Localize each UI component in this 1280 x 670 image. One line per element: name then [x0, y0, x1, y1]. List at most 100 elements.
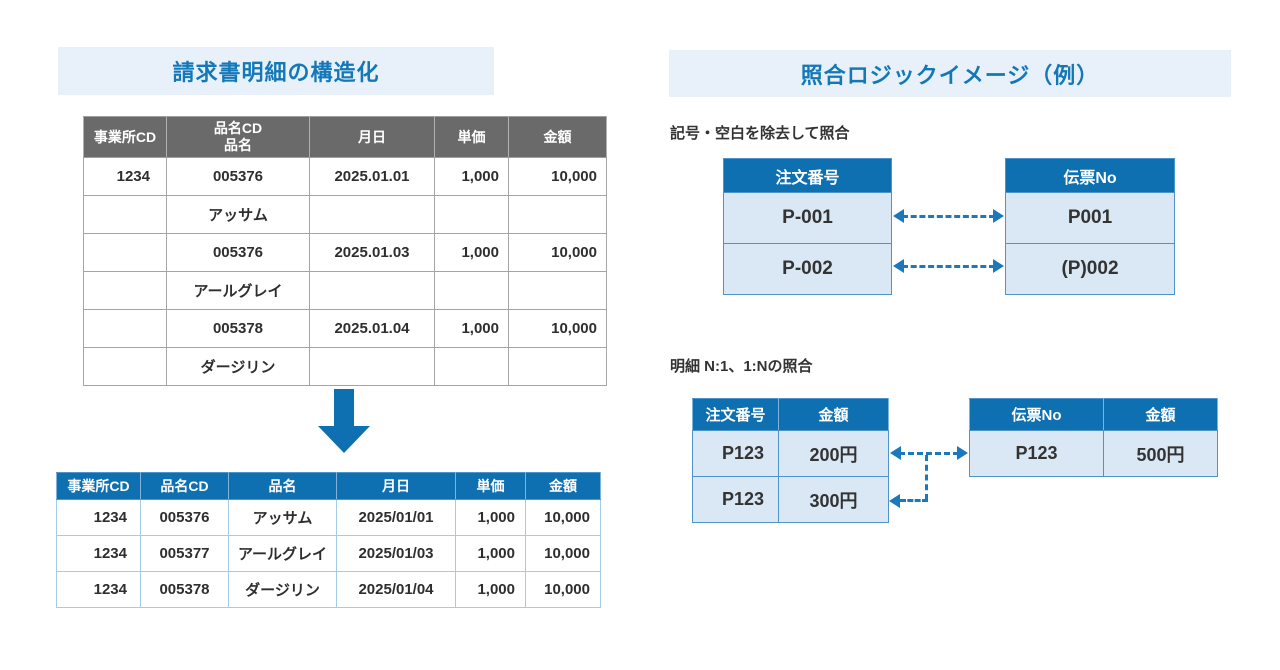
raw-header-date: 月日 — [309, 116, 435, 158]
st-header-item-name: 品名 — [228, 472, 337, 500]
raw-header-item-name: 品名 — [224, 137, 252, 153]
cell-amount: 10,000 — [525, 499, 601, 536]
header-row: 注文番号 金額 — [692, 398, 889, 431]
arrowhead-left-icon — [893, 209, 904, 223]
cell-date: 2025.01.01 — [309, 157, 435, 196]
structured-header-row: 事業所CD 品名CD 品名 月日 単価 金額 — [56, 472, 601, 500]
st-header-amount: 金額 — [525, 472, 601, 500]
table-row: 1234 005377 アールグレイ 2025/01/03 1,000 10,0… — [56, 535, 601, 572]
cell-amount: 10,000 — [525, 571, 601, 608]
cell-item: 005376 — [166, 233, 310, 272]
cell-slip-no: P123 — [969, 430, 1104, 477]
cell-office-cd — [83, 195, 167, 234]
table-row: 005378 2025.01.04 1,000 10,000 — [83, 309, 607, 348]
down-arrow-shaft — [334, 389, 354, 426]
cell-amount: 10,000 — [525, 535, 601, 572]
amount-header: 金額 — [778, 398, 889, 431]
slip-no-header: 伝票No — [1006, 159, 1174, 192]
arrowhead-left-icon — [889, 494, 900, 508]
cell-amount — [508, 347, 607, 386]
table-row: 1234 005376 アッサム 2025/01/01 1,000 10,000 — [56, 499, 601, 536]
raw-invoice-table: 事業所CD 品名CD 品名 月日 単価 金額 1234 005376 2025.… — [83, 116, 607, 386]
dashed-line — [902, 215, 995, 218]
table-row: P123 500円 — [969, 430, 1218, 477]
cell-date — [309, 271, 435, 310]
left-title-banner: 請求書明細の構造化 — [58, 47, 494, 95]
cell-amount — [508, 271, 607, 310]
cell-item-name: アッサム — [228, 499, 337, 536]
down-arrow-head — [318, 426, 370, 453]
cell-date: 2025.01.04 — [309, 309, 435, 348]
st-header-item-cd: 品名CD — [140, 472, 229, 500]
right-title: 照合ロジックイメージ（例） — [800, 62, 1100, 88]
cell-item-name: アールグレイ — [228, 535, 337, 572]
right-title-banner: 照合ロジックイメージ（例） — [669, 50, 1231, 97]
cell-item: アールグレイ — [166, 271, 310, 310]
header-row: 伝票No 金額 — [969, 398, 1218, 431]
section1-label: 記号・空白を除去して照合 — [670, 125, 850, 142]
slip-no-table: 伝票No P001 (P)002 — [1005, 158, 1175, 295]
slip-no-header: 伝票No — [969, 398, 1104, 431]
arrowhead-left-icon — [893, 259, 904, 273]
raw-header-item-cd-name: 品名CD 品名 — [166, 116, 310, 158]
order-number-header: 注文番号 — [724, 159, 891, 192]
cell-unit-price: 1,000 — [455, 535, 526, 572]
cell-date: 2025/01/01 — [336, 499, 456, 536]
cell-office-cd — [83, 233, 167, 272]
table-row: アッサム — [83, 195, 607, 234]
cell-unit-price: 1,000 — [455, 499, 526, 536]
raw-header-unit-price: 単価 — [434, 116, 509, 158]
match-arrow-icon — [890, 446, 968, 461]
table-row: P-002 — [724, 243, 891, 294]
cell-amount: 10,000 — [508, 157, 607, 196]
cell-unit-price: 1,000 — [434, 309, 509, 348]
section2-label: 明細 N:1、1:Nの照合 — [670, 358, 813, 375]
cell-item-cd: 005377 — [140, 535, 229, 572]
dashed-line — [902, 265, 995, 268]
cell-amount: 200円 — [778, 430, 889, 477]
cell-amount: 10,000 — [508, 233, 607, 272]
cell-office-cd: 1234 — [56, 535, 141, 572]
cell-date: 2025/01/03 — [336, 535, 456, 572]
cell-item-cd: 005378 — [140, 571, 229, 608]
table-row: P123 300円 — [692, 476, 889, 523]
st-header-date: 月日 — [336, 472, 456, 500]
raw-header-office-cd: 事業所CD — [83, 116, 167, 158]
arrowhead-right-icon — [993, 209, 1004, 223]
cell-order-no: P123 — [692, 430, 779, 477]
cell-office-cd: 1234 — [83, 157, 167, 196]
cell-office-cd — [83, 347, 167, 386]
cell-office-cd — [83, 309, 167, 348]
cell-date — [309, 347, 435, 386]
order-amount-table: 注文番号 金額 P123 200円 P123 300円 — [692, 398, 889, 523]
cell-item-cd: 005376 — [140, 499, 229, 536]
table-row: P123 200円 — [692, 430, 889, 477]
table-row: ダージリン — [83, 347, 607, 386]
cell-order-no: P123 — [692, 476, 779, 523]
cell-date: 2025/01/04 — [336, 571, 456, 608]
structured-invoice-table: 事業所CD 品名CD 品名 月日 単価 金額 1234 005376 アッサム … — [56, 472, 601, 608]
cell-amount: 500円 — [1103, 430, 1218, 477]
cell-date — [309, 195, 435, 234]
cell-office-cd: 1234 — [56, 499, 141, 536]
match-arrow-icon — [893, 259, 1004, 274]
branch-dashed-line — [900, 499, 928, 502]
amount-header: 金額 — [1103, 398, 1218, 431]
st-header-office-cd: 事業所CD — [56, 472, 141, 500]
arrowhead-right-icon — [957, 446, 968, 460]
cell-item: 005376 — [166, 157, 310, 196]
cell-unit-price — [434, 347, 509, 386]
cell-item: ダージリン — [166, 347, 310, 386]
order-number-header: 注文番号 — [692, 398, 779, 431]
order-number-table: 注文番号 P-001 P-002 — [723, 158, 892, 295]
cell-unit-price: 1,000 — [455, 571, 526, 608]
table-row: P-001 — [724, 192, 891, 243]
st-header-unit-price: 単価 — [455, 472, 526, 500]
cell-amount — [508, 195, 607, 234]
cell-unit-price — [434, 195, 509, 234]
table-row: 1234 005378 ダージリン 2025/01/04 1,000 10,00… — [56, 571, 601, 608]
slip-amount-table: 伝票No 金額 P123 500円 — [969, 398, 1218, 477]
table-row: 1234 005376 2025.01.01 1,000 10,000 — [83, 157, 607, 196]
raw-header-amount: 金額 — [508, 116, 607, 158]
